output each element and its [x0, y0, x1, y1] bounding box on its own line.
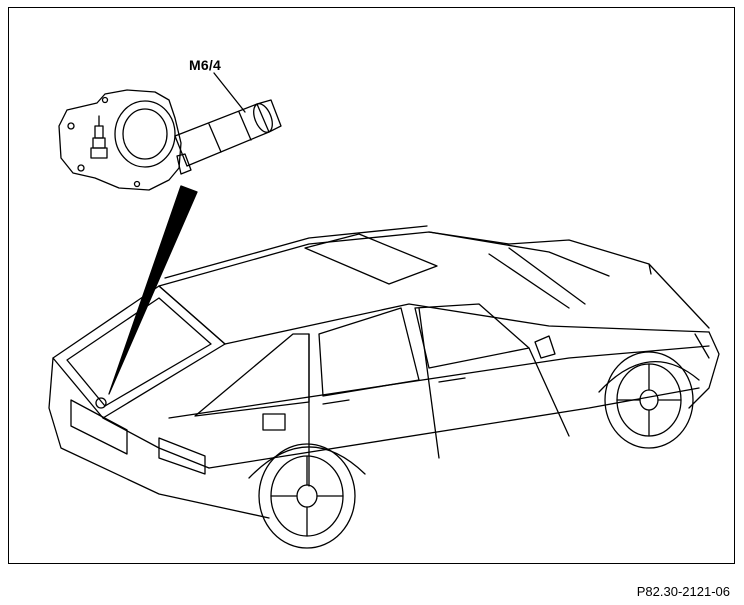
- diagram-frame: M6/4: [8, 7, 735, 564]
- callout-leader-line: [213, 72, 246, 113]
- station-wagon-car-icon: [48, 225, 720, 549]
- wiper-motor-icon: [58, 89, 282, 191]
- figure-reference: P82.30-2121-06: [636, 584, 730, 599]
- component-callout-label: M6/4: [189, 57, 221, 73]
- illustration-canvas: [48, 72, 720, 549]
